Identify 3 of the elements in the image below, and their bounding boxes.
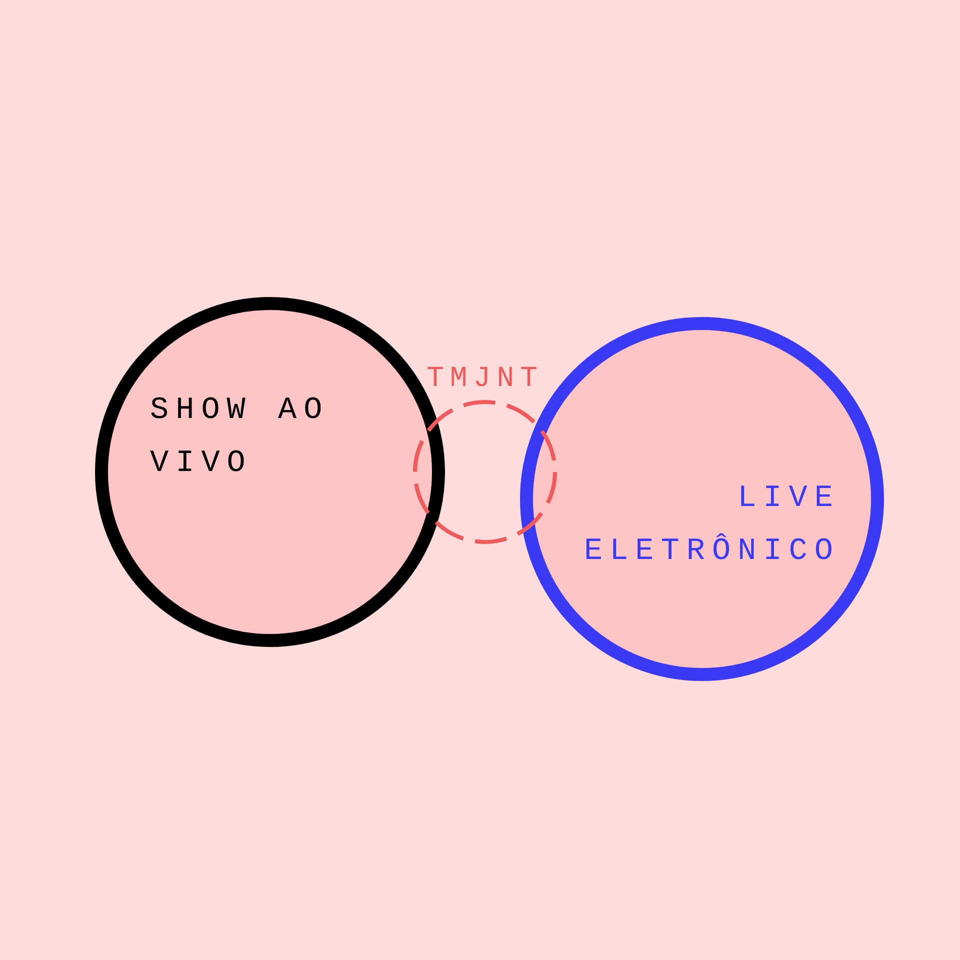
circle-label: TMJNT: [426, 362, 544, 396]
circle-label: LIVE ELETRÔNICO: [582, 480, 840, 571]
circle-label: SHOW AO VIVO: [150, 392, 330, 483]
